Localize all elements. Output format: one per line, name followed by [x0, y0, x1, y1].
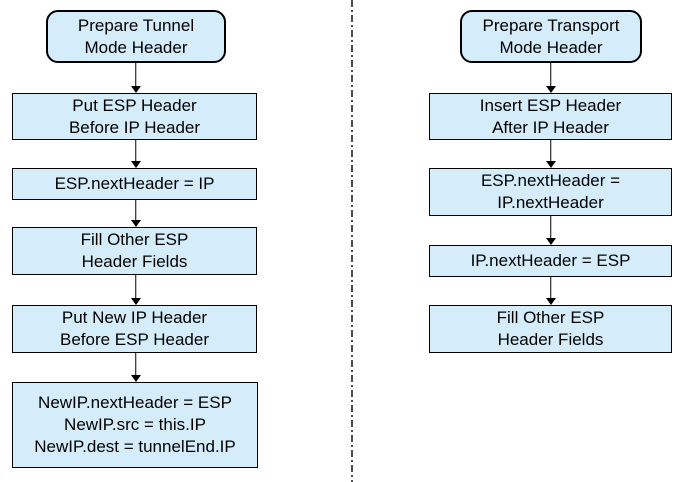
step-put-esp-header: Put ESP Header Before IP Header [12, 93, 257, 140]
flow-arrow [130, 353, 141, 382]
box-label-line: Fill Other ESP [496, 308, 605, 327]
arrow-stem [134, 140, 137, 162]
arrow-down-icon [130, 298, 141, 305]
box-label-line: Fill Other ESP [80, 230, 189, 249]
box-label-line: Mode Header [84, 37, 188, 57]
step-fill-other-esp-fields-transport: Fill Other ESP Header Fields [429, 305, 672, 353]
arrow-down-icon [545, 238, 556, 245]
step-put-new-ip-header: Put New IP Header Before ESP Header [12, 305, 257, 353]
arrow-stem [134, 353, 137, 376]
arrow-down-icon [130, 86, 141, 93]
box-label-line: Put New IP Header [61, 308, 208, 327]
box-label-line: Before ESP Header [60, 330, 209, 349]
arrow-stem [549, 140, 552, 162]
box-label-line: Prepare Tunnel [77, 15, 195, 35]
box-label-line: Prepare Transport [482, 15, 620, 35]
box-label-line: Insert ESP Header [479, 95, 622, 115]
flow-arrow [130, 140, 141, 168]
flow-arrow [130, 200, 141, 227]
box-label-line: NewIP.src = this.IP [64, 415, 206, 434]
arrow-stem [549, 216, 552, 239]
arrow-down-icon [130, 375, 141, 382]
start-node-tunnel-mode: Prepare Tunnel Mode Header [46, 10, 226, 63]
box-label-line: Before IP Header [68, 117, 201, 137]
box-label-line: Header Fields [497, 330, 604, 349]
box-label-line: NewIP.nextHeader = ESP [38, 393, 232, 412]
flow-arrow [545, 277, 556, 305]
arrow-down-icon [545, 298, 556, 305]
box-label-line: Header Fields [81, 252, 188, 271]
flow-arrow [545, 216, 556, 245]
box-label-line: NewIP.dest = tunnelEnd.IP [34, 437, 236, 456]
flow-arrow [130, 275, 141, 305]
step-fill-other-esp-fields-tunnel: Fill Other ESP Header Fields [12, 227, 257, 275]
box-label-line: ESP.nextHeader = IP [54, 174, 215, 193]
arrow-down-icon [130, 161, 141, 168]
arrow-down-icon [130, 220, 141, 227]
arrow-down-icon [545, 86, 556, 93]
box-label-line: Mode Header [499, 37, 603, 57]
step-esp-nextheader-ip: ESP.nextHeader = IP [12, 168, 257, 200]
step-insert-esp-header: Insert ESP Header After IP Header [429, 93, 672, 140]
flow-arrow [545, 140, 556, 168]
arrow-stem [549, 277, 552, 299]
arrow-stem [134, 275, 137, 299]
arrow-stem [134, 63, 137, 87]
box-label-line: IP.nextHeader = ESP [470, 251, 631, 270]
arrow-down-icon [545, 161, 556, 168]
box-label-line: After IP Header [492, 117, 609, 137]
box-label-line: ESP.nextHeader = [480, 171, 621, 190]
box-label-line: Put ESP Header [72, 95, 197, 115]
step-newip-assignments: NewIP.nextHeader = ESP NewIP.src = this.… [12, 382, 258, 468]
arrow-stem [549, 63, 552, 87]
start-node-transport-mode: Prepare Transport Mode Header [460, 10, 642, 63]
flow-arrow [545, 63, 556, 93]
divider-line [351, 0, 353, 482]
arrow-stem [134, 200, 137, 221]
flow-arrow [130, 63, 141, 93]
step-esp-nextheader-ip-nextheader: ESP.nextHeader = IP.nextHeader [429, 168, 672, 216]
box-label-line: IP.nextHeader [497, 193, 604, 212]
step-ip-nextheader-esp: IP.nextHeader = ESP [429, 245, 672, 277]
